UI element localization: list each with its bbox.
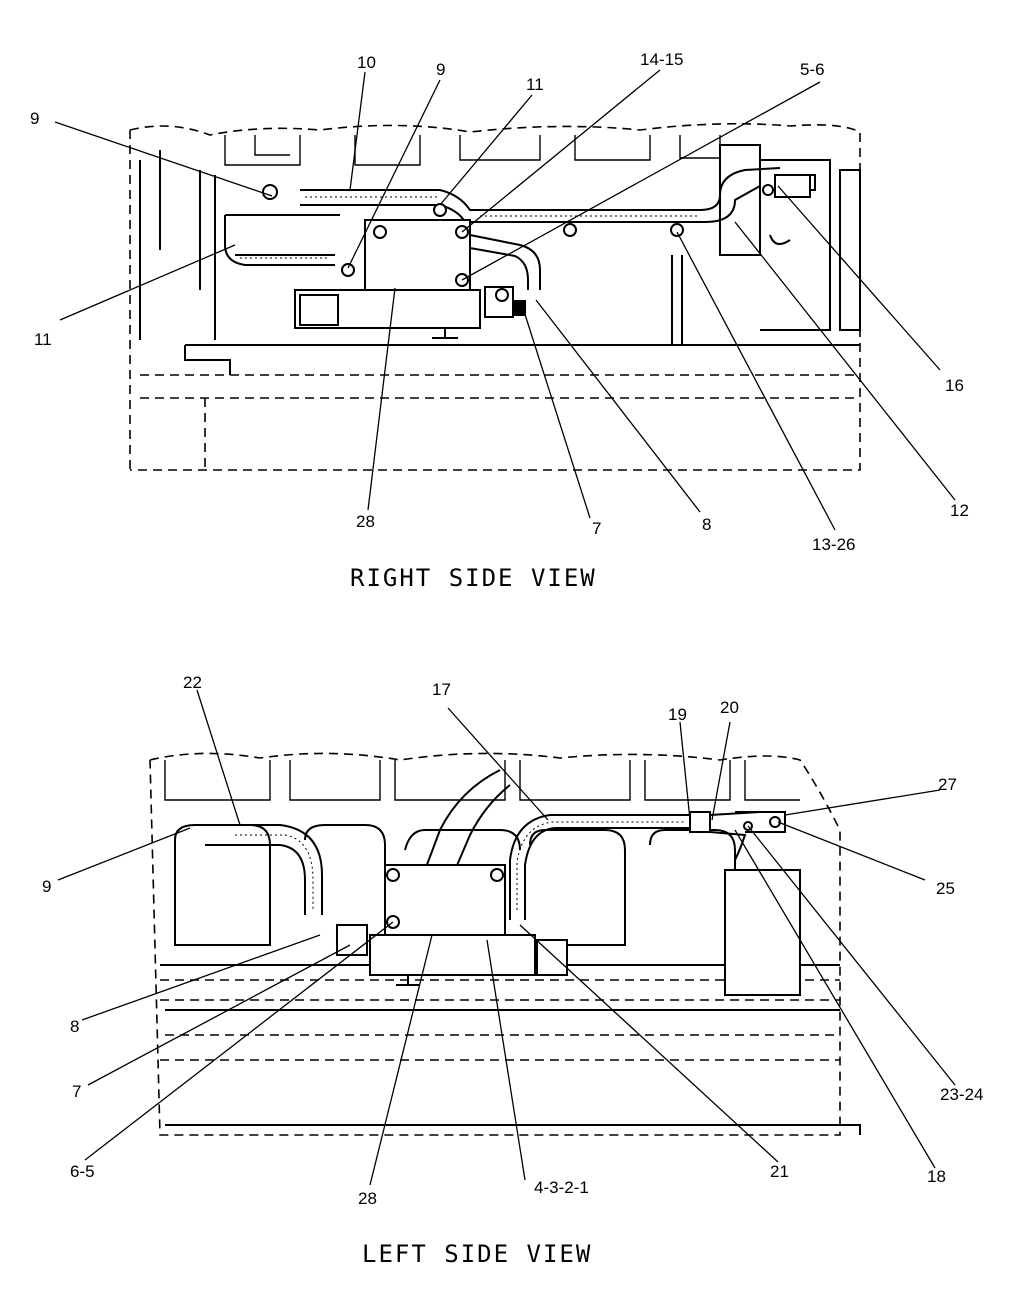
right-callout-14-15: 14-15 (640, 50, 683, 69)
right-callout-16: 16 (945, 376, 964, 395)
right-bolt-clip-6 (262, 184, 278, 200)
left-view-title: LEFT SIDE VIEW (362, 1240, 592, 1268)
left-filter-cap (369, 934, 536, 976)
left-bracket-27 (735, 811, 786, 833)
left-engine-outline (149, 752, 841, 1136)
left-callout-20: 20 (720, 698, 739, 717)
right-oil-line-upper (300, 167, 781, 223)
left-fitting-block (336, 924, 368, 956)
right-view-title: RIGHT SIDE VIEW (350, 564, 597, 592)
right-callout-12: 12 (950, 501, 969, 520)
left-bolt-1 (386, 868, 400, 882)
right-pump-body (719, 144, 861, 331)
left-callout-28: 28 (358, 1189, 377, 1208)
left-filter-housing (384, 864, 506, 936)
left-head-lobes (164, 760, 800, 801)
right-bolt-clip-3 (433, 203, 447, 217)
right-bolt-clip-5 (341, 263, 355, 277)
left-callout-8: 8 (70, 1017, 79, 1036)
left-callout-21: 21 (770, 1162, 789, 1181)
right-side-view: 9 10 9 11 14-15 5-6 11 16 12 13-26 8 7 2… (30, 50, 969, 592)
right-callout-7: 7 (592, 519, 601, 538)
left-fitting-19 (689, 811, 711, 833)
left-callout-6-5: 6-5 (70, 1162, 95, 1181)
right-dipstick (660, 255, 690, 346)
left-hose-21 (509, 814, 690, 920)
right-callout-13-26: 13-26 (812, 535, 855, 554)
right-callout-5-6: 5-6 (800, 60, 825, 79)
right-callout-28: 28 (356, 512, 375, 531)
left-callout-18: 18 (927, 1167, 946, 1186)
left-callout-25: 25 (936, 879, 955, 898)
right-return-line (469, 234, 541, 290)
right-hatch-pipe (240, 196, 700, 259)
right-bolt-clip-2 (563, 223, 577, 237)
right-callout-9a: 9 (30, 109, 39, 128)
right-callout-10: 10 (357, 53, 376, 72)
left-hose-22 (205, 824, 323, 915)
left-callout-27: 27 (938, 775, 957, 794)
right-callout-11a: 11 (526, 75, 544, 94)
left-side-view: 22 17 19 20 27 25 9 8 7 6-5 28 4-3-2-1 2… (42, 673, 983, 1268)
right-head-lobes (224, 135, 721, 166)
right-frame-solid (139, 150, 860, 375)
left-callout-22: 22 (183, 673, 202, 692)
left-callout-23-24: 23-24 (940, 1085, 983, 1104)
right-filter-housing (364, 219, 471, 291)
left-callout-4-3-2-1: 4-3-2-1 (534, 1178, 589, 1197)
right-bolt-3 (495, 288, 509, 302)
left-hose-21-hatch (516, 821, 685, 910)
left-leaders (57, 689, 956, 1186)
left-callout-7: 7 (72, 1082, 81, 1101)
right-oil-line-lower (224, 214, 340, 266)
right-engine-outline (129, 122, 861, 471)
left-valve (396, 975, 420, 986)
left-bolt-3 (490, 868, 504, 882)
right-leaders (54, 69, 956, 531)
right-frame-lines (140, 374, 860, 470)
right-bolt-clip (670, 223, 684, 237)
right-callout-9b: 9 (436, 60, 445, 79)
right-bolt-clip-4 (373, 225, 387, 239)
left-component-lower (724, 869, 801, 996)
left-callout-9: 9 (42, 877, 51, 896)
right-callout-11b: 11 (34, 330, 52, 349)
left-hose-22-hatch (235, 834, 314, 910)
right-filter-end-left (299, 294, 339, 326)
right-pump-cap (774, 174, 811, 198)
right-bolt-clip-7 (762, 184, 774, 196)
left-duct-17 (424, 769, 511, 871)
left-bolt-25 (769, 816, 781, 828)
right-valve (432, 328, 458, 339)
left-callout-19: 19 (668, 705, 687, 724)
right-fitting-black (512, 300, 526, 316)
left-callout-17: 17 (432, 680, 451, 699)
right-callout-8: 8 (702, 515, 711, 534)
